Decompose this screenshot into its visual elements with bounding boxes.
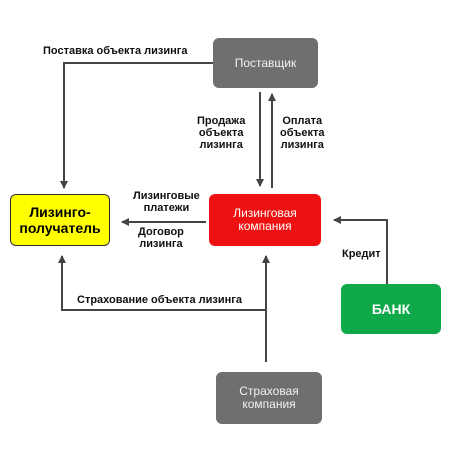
lessee-label: Лизинго- получатель xyxy=(19,204,101,236)
supplier-node: Поставщик xyxy=(213,38,318,88)
delivery-label: Поставка объекта лизинга xyxy=(43,45,188,57)
arrow-delivery xyxy=(60,62,213,189)
leasing-payments-label: Лизинговые платежи xyxy=(133,190,200,214)
lessee-node: Лизинго- получатель xyxy=(10,194,110,246)
supplier-label: Поставщик xyxy=(234,55,297,70)
bank-node: БАНК xyxy=(341,284,441,334)
credit-label: Кредит xyxy=(342,248,381,260)
leasing-company-label: Лизинговая компания xyxy=(233,206,297,233)
insurance-company-node: Страховая компания xyxy=(216,372,322,424)
bank-label: БАНК xyxy=(371,301,411,317)
payment-label: Оплата объекта лизинга xyxy=(280,115,325,151)
leasing-contract-label: Договор лизинга xyxy=(138,226,184,250)
insurance-label: Страхование объекта лизинга xyxy=(77,294,242,306)
arrow-insurance xyxy=(58,255,266,311)
arrow-credit xyxy=(333,216,388,284)
insurance-company-label: Страховая компания xyxy=(239,384,299,411)
sale-label: Продажа объекта лизинга xyxy=(197,115,246,151)
leasing-company-node: Лизинговая компания xyxy=(209,194,321,246)
